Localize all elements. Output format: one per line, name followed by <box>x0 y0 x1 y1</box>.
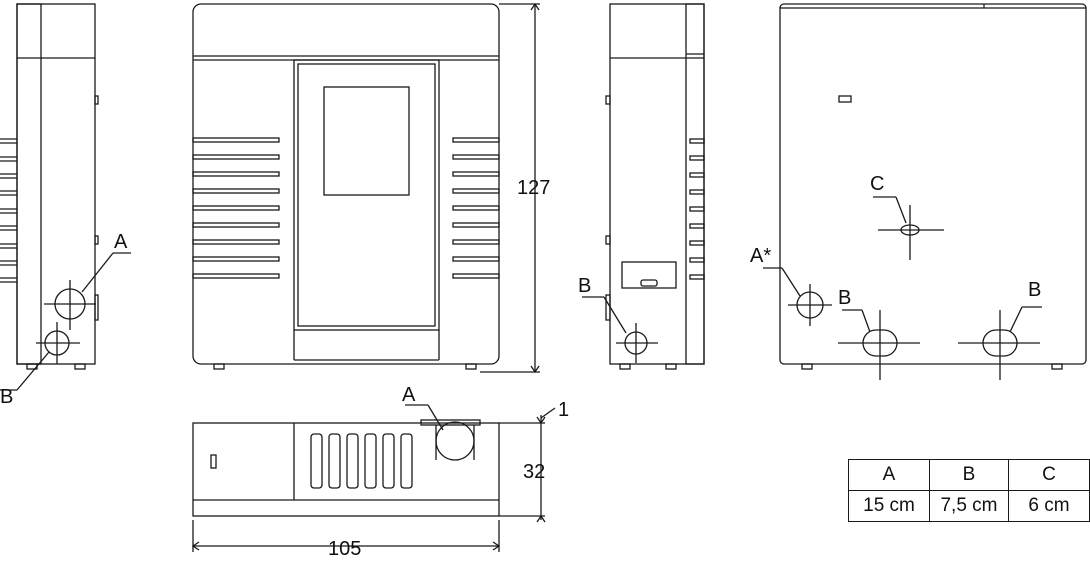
right-side-louvers <box>689 138 705 280</box>
left-side-view <box>0 3 131 391</box>
table-value-c: 6 cm <box>1008 490 1090 522</box>
rear-label-b-right: B <box>1028 279 1041 301</box>
rear-label-c: C <box>870 173 884 195</box>
front-view <box>192 2 540 374</box>
clearance-table: A B C 15 cm 7,5 cm 6 cm <box>848 459 1090 522</box>
width-dimension: 105 <box>328 538 361 559</box>
offset-dimension: 1 <box>558 399 569 421</box>
table-header-row: A B C <box>848 459 1090 491</box>
right-label-b: B <box>578 275 591 297</box>
rear-label-a-star: A* <box>750 245 771 267</box>
top-view <box>191 404 556 552</box>
front-right-louvers <box>452 137 500 279</box>
left-label-a: A <box>114 231 128 253</box>
table-header-b: B <box>929 459 1009 491</box>
depth-dimension: 32 <box>523 461 545 483</box>
top-label-a: A <box>402 384 416 406</box>
top-vent-slots <box>310 433 413 489</box>
front-left-louvers <box>192 137 280 279</box>
left-side-louvers <box>0 138 17 283</box>
table-value-b: 7,5 cm <box>929 490 1009 522</box>
table-header-c: C <box>1008 459 1090 491</box>
rear-label-b-left: B <box>838 287 851 309</box>
left-label-b: B <box>0 386 13 408</box>
table-header-a: A <box>848 459 930 491</box>
right-side-view <box>582 3 705 370</box>
table-value-a: 15 cm <box>848 490 930 522</box>
table-value-row: 15 cm 7,5 cm 6 cm <box>848 490 1090 522</box>
rear-view <box>763 3 1087 380</box>
height-dimension: 127 <box>517 177 550 199</box>
